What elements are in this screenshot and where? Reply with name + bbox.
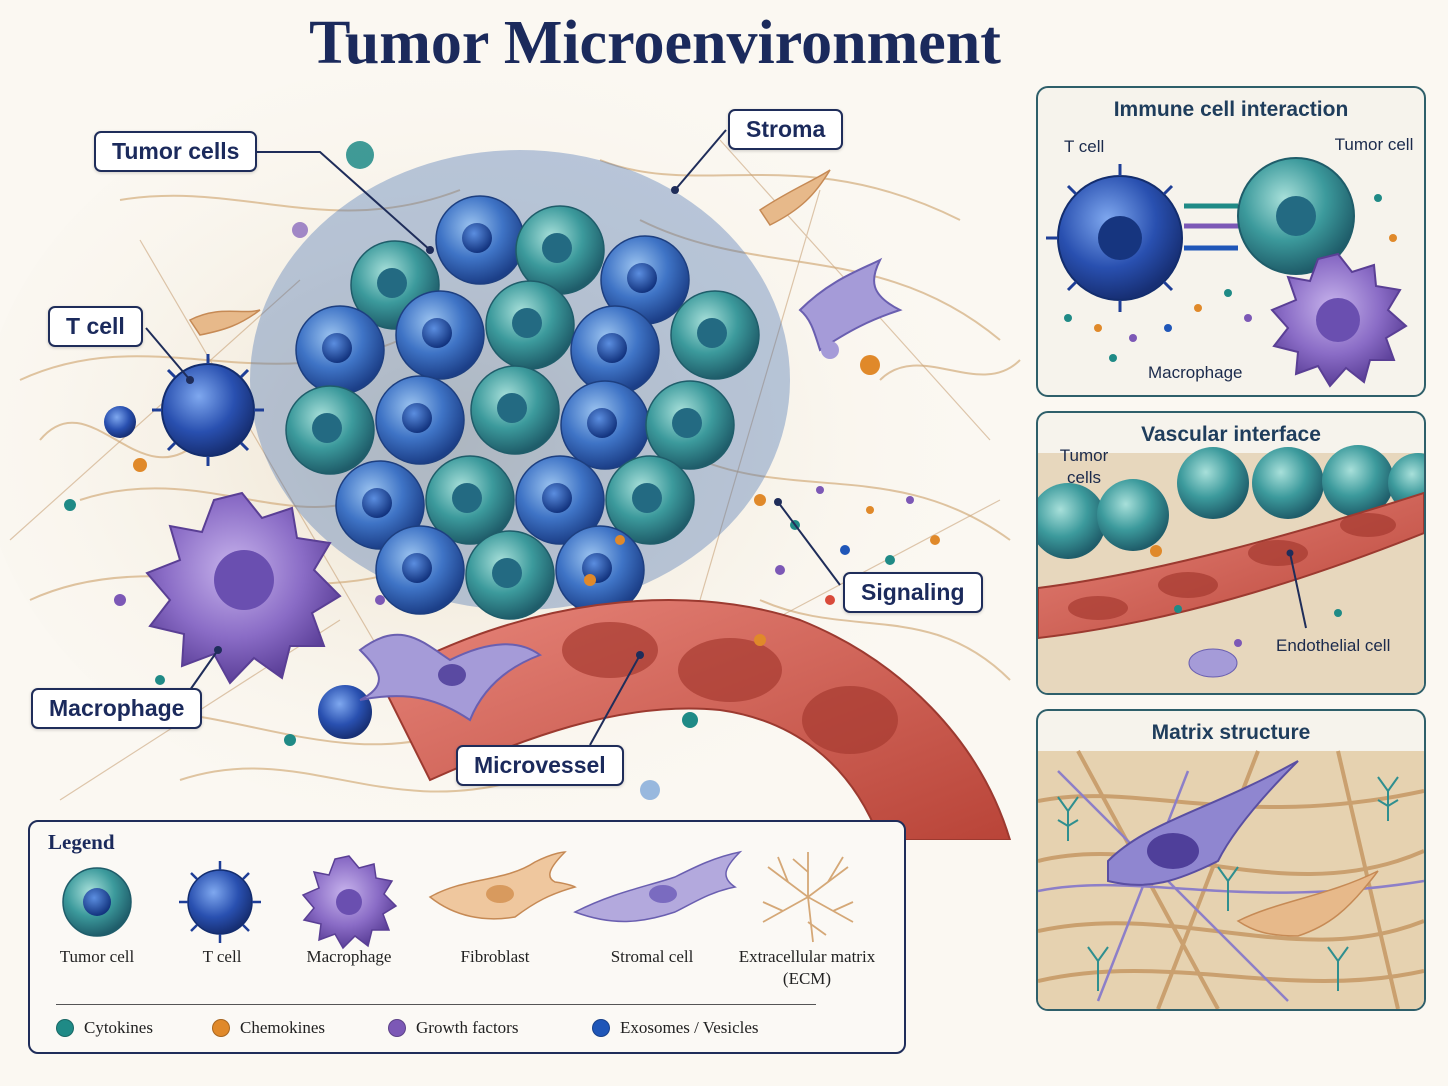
chemokines-label: Chemokines [240, 1018, 325, 1037]
vascular-interface-illustration [1038, 445, 1424, 693]
matrix-structure-illustration [1038, 750, 1424, 1009]
immune-t-cell-label: T cell [1064, 137, 1105, 156]
legend-signal-growth-factors: Growth factors [388, 1018, 518, 1038]
macrophage-icon [301, 855, 398, 950]
immune-interaction-illustration [1046, 157, 1408, 388]
callout-tumor-cells: Tumor cells [94, 131, 258, 172]
main-illustration [0, 80, 1021, 840]
tumor-cell-icon [62, 867, 132, 937]
page-title: Tumor Microenvironment [309, 9, 1001, 77]
legend-signal-cytokines: Cytokines [56, 1018, 153, 1038]
matrix-panel-title: Matrix structure [1151, 721, 1311, 744]
legend: Legend [28, 820, 906, 1054]
stromal-cell-icon [573, 850, 743, 923]
legend-label-stromal-cell: Stromal cell [610, 947, 694, 966]
legend-title: Legend [48, 830, 115, 854]
legend-icons [62, 850, 854, 950]
immune-macrophage-label: Macrophage [1148, 363, 1243, 382]
legend-label-t-cell: T cell [202, 947, 242, 966]
immune-tumor-cell-label: Tumor cell [1334, 135, 1414, 154]
vascular-panel-title: Vascular interface [1141, 423, 1321, 446]
chemokines-dot-icon [212, 1019, 230, 1037]
panel-immune-interaction: Immune cell interaction T cell Tumor cel… [1036, 86, 1426, 397]
exosomes-dot-icon [592, 1019, 610, 1037]
exosomes-label: Exosomes / Vesicles [620, 1018, 759, 1037]
legend-signal-exosomes: Exosomes / Vesicles [592, 1018, 759, 1038]
legend-signal-chemokines: Chemokines [212, 1018, 325, 1038]
panel-matrix-structure: Matrix structure [1036, 709, 1426, 1011]
cytokines-label: Cytokines [84, 1018, 153, 1037]
growth-factors-dot-icon [388, 1019, 406, 1037]
ecm-icon [762, 852, 854, 943]
legend-divider [56, 1004, 816, 1005]
legend-label-ecm: Extracellular matrix (ECM) [738, 947, 876, 988]
vascular-endothelial-label: Endothelial cell [1276, 636, 1391, 655]
growth-factors-label: Growth factors [416, 1018, 519, 1037]
cytokines-dot-icon [56, 1019, 74, 1037]
legend-label-fibroblast: Fibroblast [460, 947, 530, 966]
callout-macrophage: Macrophage [31, 688, 203, 729]
immune-panel-title: Immune cell interaction [1113, 98, 1349, 121]
legend-label-tumor-cell: Tumor cell [59, 947, 135, 966]
callout-microvessel: Microvessel [456, 745, 624, 786]
vascular-tumor-cells-label: Tumor cells [1059, 446, 1109, 487]
t-cell-icon [179, 861, 261, 943]
panel-vascular-interface: Vascular interface Tumor cells Endotheli… [1036, 411, 1426, 695]
legend-label-macrophage: Macrophage [306, 947, 392, 966]
callout-t-cell: T cell [48, 306, 143, 347]
callout-stroma: Stroma [728, 109, 844, 150]
callout-signaling: Signaling [843, 572, 983, 613]
fibroblast-icon [428, 851, 577, 920]
